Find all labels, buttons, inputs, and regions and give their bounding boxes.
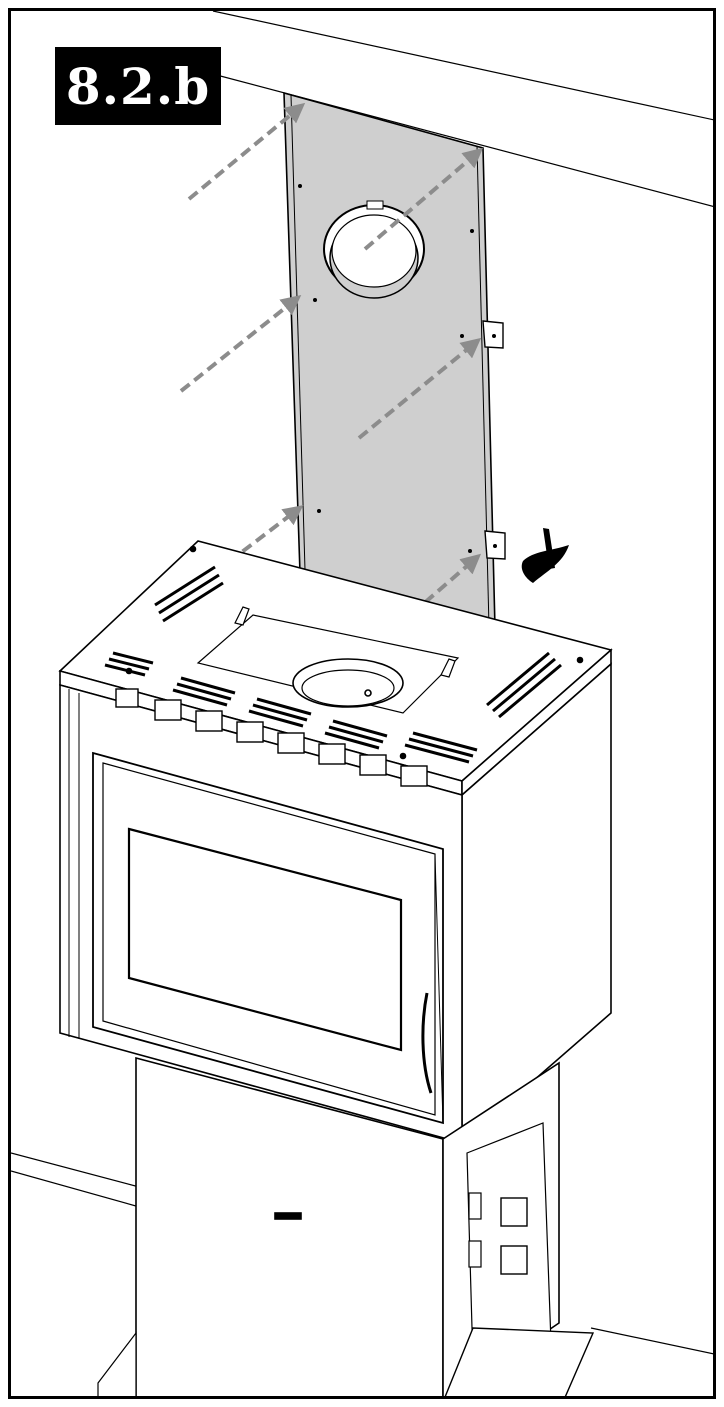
pedestal-base [97,1056,595,1396]
screwdriver-icon [521,528,569,583]
stove-assembly-diagram [11,11,713,1396]
air-inlets [115,688,428,787]
flue-collar [323,200,425,299]
stove-body [59,662,612,1145]
figure-frame: 8.2.b [8,8,716,1399]
vent-grilles [104,565,562,764]
rear-panel [283,91,506,629]
step-label: 8.2.b [55,47,221,125]
